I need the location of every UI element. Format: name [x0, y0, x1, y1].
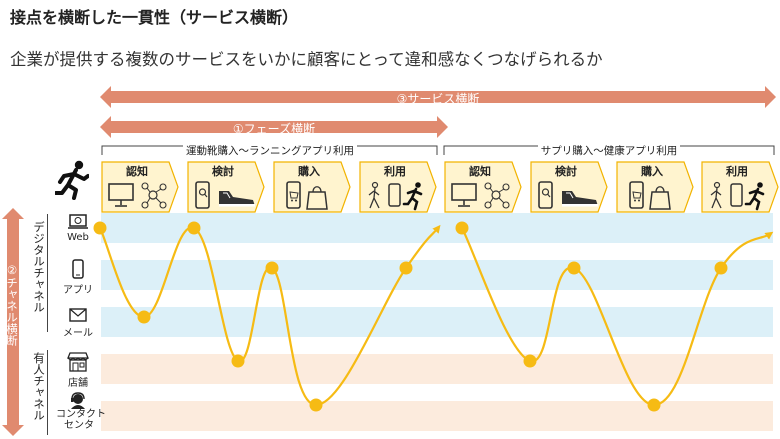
journey-touchpoint: [647, 398, 661, 412]
operator-icon: [71, 392, 85, 409]
phone-shoe-icon: [195, 181, 255, 209]
stage-label: 利用: [384, 165, 406, 178]
stage-label: 検討: [212, 165, 234, 178]
group-digital-bracket: [47, 214, 48, 332]
monitor-network-icon: [108, 182, 167, 209]
group-digital-label: デジタルチャネル: [32, 221, 46, 313]
page-subtitle: 企業が提供する複数のサービスをいかに顧客にとって違和感なくつなげられるか: [10, 50, 603, 69]
band-store: [101, 354, 773, 384]
walker-phone-runner-icon: [368, 181, 423, 211]
monitor-network-icon: [451, 182, 510, 209]
segment-label-shoes: 運動靴購入～ランニングアプリ利用: [183, 145, 357, 157]
channel-label-web: Web: [67, 232, 89, 243]
stage-usage-2: 利用: [701, 161, 779, 213]
channel-label-contact: コンタクト センタ: [56, 409, 106, 431]
stage-consideration-2: 検討: [530, 161, 608, 213]
group-physical-label: 有人チャネル: [32, 352, 46, 421]
segment-label-supplement: サプリ購入～健康アプリ利用: [537, 145, 681, 157]
channel-label-mail: メール: [63, 328, 93, 339]
runner-icon: [55, 160, 89, 200]
phone-cart-bag-icon: [629, 181, 671, 210]
phone-cart-bag-icon: [286, 181, 328, 210]
channel-label-store: 店舗: [68, 378, 88, 389]
stage-label: 検討: [555, 165, 577, 178]
channel-span-arrow: [2, 208, 24, 436]
channel-label-app: アプリ: [63, 285, 93, 296]
channel-label-contact-line1: コンタクト: [56, 409, 106, 420]
stage-usage: 利用: [359, 161, 437, 213]
phase-span-label: ①フェーズ横断: [232, 122, 316, 136]
band-contact: [101, 401, 773, 431]
walker-phone-runner-icon: [710, 181, 765, 211]
journey-touchpoint: [714, 261, 728, 275]
channel-label-contact-line2: センタ: [64, 420, 94, 431]
journey-touchpoint: [455, 221, 469, 235]
stage-label: 認知: [126, 165, 148, 178]
journey-touchpoint: [137, 310, 151, 324]
phone-shoe-icon: [538, 181, 598, 209]
web-icon: [68, 214, 88, 229]
journey-curve: [99, 224, 441, 407]
service-span-arrow: [100, 86, 776, 108]
stage-label: 利用: [726, 165, 748, 178]
phase-span-arrow: [100, 116, 448, 138]
journey-touchpoint: [523, 354, 537, 368]
stage-purchase-2: 購入: [616, 161, 694, 213]
journey-touchpoint: [567, 261, 581, 275]
group-physical-bracket: [47, 350, 48, 435]
channel-span-label: ②チャネル横断: [5, 263, 19, 346]
journey-touchpoint: [399, 261, 413, 275]
journey-touchpoint: [231, 354, 245, 368]
journey-touchpoint: [187, 221, 201, 235]
stage-awareness: 認知: [101, 161, 179, 213]
service-span-label: ③サービス横断: [396, 92, 480, 106]
page-title: 接点を横断した一貫性（サービス横断）: [10, 8, 299, 27]
stage-awareness-2: 認知: [444, 161, 522, 213]
mail-icon: [69, 308, 87, 322]
journey-curve: [461, 227, 774, 407]
stage-purchase: 購入: [273, 161, 351, 213]
journey-touchpoint: [93, 221, 107, 235]
band-mail: [101, 307, 773, 337]
store-icon: [67, 352, 89, 372]
stage-label: 認知: [469, 165, 491, 178]
stage-label: 購入: [641, 165, 663, 178]
journey-touchpoint: [265, 261, 279, 275]
journey-touchpoint: [309, 398, 323, 412]
smartphone-icon: [72, 259, 84, 279]
stage-consideration: 検討: [187, 161, 265, 213]
stage-label: 購入: [298, 165, 320, 178]
